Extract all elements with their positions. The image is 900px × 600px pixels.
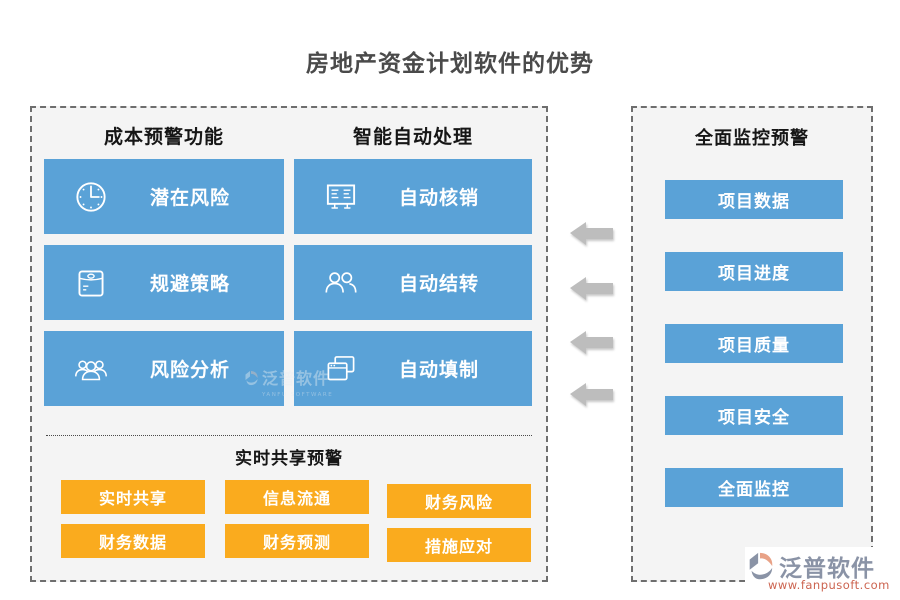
item-project-quality: 项目质量 <box>665 324 843 363</box>
feature-label: 自动填制 <box>398 359 479 381</box>
tag-financial-data: 财务数据 <box>61 524 205 558</box>
feature-label: 自动核销 <box>398 187 479 209</box>
left-arrow-1 <box>570 222 613 245</box>
feature-label: 潜在风险 <box>149 187 230 209</box>
feature-auto-fill: 自动填制 <box>294 331 532 406</box>
cost-warning-panel: 成本预警功能 智能自动处理 潜在风险 <box>30 106 548 582</box>
page-title: 房地产资金计划软件的优势 <box>306 51 594 77</box>
feature-label: 规避策略 <box>149 273 230 295</box>
feature-avoidance-strategy: 规避策略 <box>44 245 284 320</box>
dotted-divider <box>46 435 532 436</box>
windows-icon <box>327 355 355 380</box>
feature-potential-risk: 潜在风险 <box>44 159 284 234</box>
tag-financial-risk: 财务风险 <box>387 484 531 518</box>
item-project-safety: 项目安全 <box>665 396 843 435</box>
feature-risk-analysis: 风险分析 <box>44 331 284 406</box>
tag-financial-forecast: 财务预测 <box>225 524 369 558</box>
share-warning-header: 实时共享预警 <box>235 449 343 469</box>
ledger-icon <box>326 184 356 209</box>
fanpu-logo-icon <box>749 552 773 580</box>
group-icon <box>74 359 108 380</box>
column-header-cost-warning: 成本预警功能 <box>103 126 224 148</box>
feature-auto-writeoff: 自动核销 <box>294 159 532 234</box>
feature-auto-carryforward: 自动结转 <box>294 245 532 320</box>
feature-label: 风险分析 <box>149 359 230 381</box>
tag-realtime-sharing: 实时共享 <box>61 480 205 514</box>
left-arrow-3 <box>570 331 613 354</box>
tag-info-flow: 信息流通 <box>225 480 369 514</box>
item-full-monitoring: 全面监控 <box>665 468 843 507</box>
monitoring-header: 全面监控预警 <box>695 128 809 149</box>
item-project-data: 项目数据 <box>665 180 843 219</box>
item-project-progress: 项目进度 <box>665 252 843 291</box>
pouch-icon <box>78 270 104 297</box>
monitoring-panel: 全面监控预警 项目数据 项目进度 项目质量 项目安全 全面监控 <box>631 106 873 582</box>
tag-measure-response: 措施应对 <box>387 528 531 562</box>
people-icon <box>325 271 357 293</box>
clock-icon <box>76 181 106 212</box>
left-arrow-4 <box>570 383 613 406</box>
left-arrow-2 <box>570 277 613 300</box>
brand-name: 泛普软件 <box>779 556 875 582</box>
column-header-auto-processing: 智能自动处理 <box>352 126 473 148</box>
feature-label: 自动结转 <box>398 273 479 295</box>
brand-block: 泛普软件 www.fanpusoft.com <box>745 547 900 595</box>
brand-url: www.fanpusoft.com <box>768 578 890 592</box>
